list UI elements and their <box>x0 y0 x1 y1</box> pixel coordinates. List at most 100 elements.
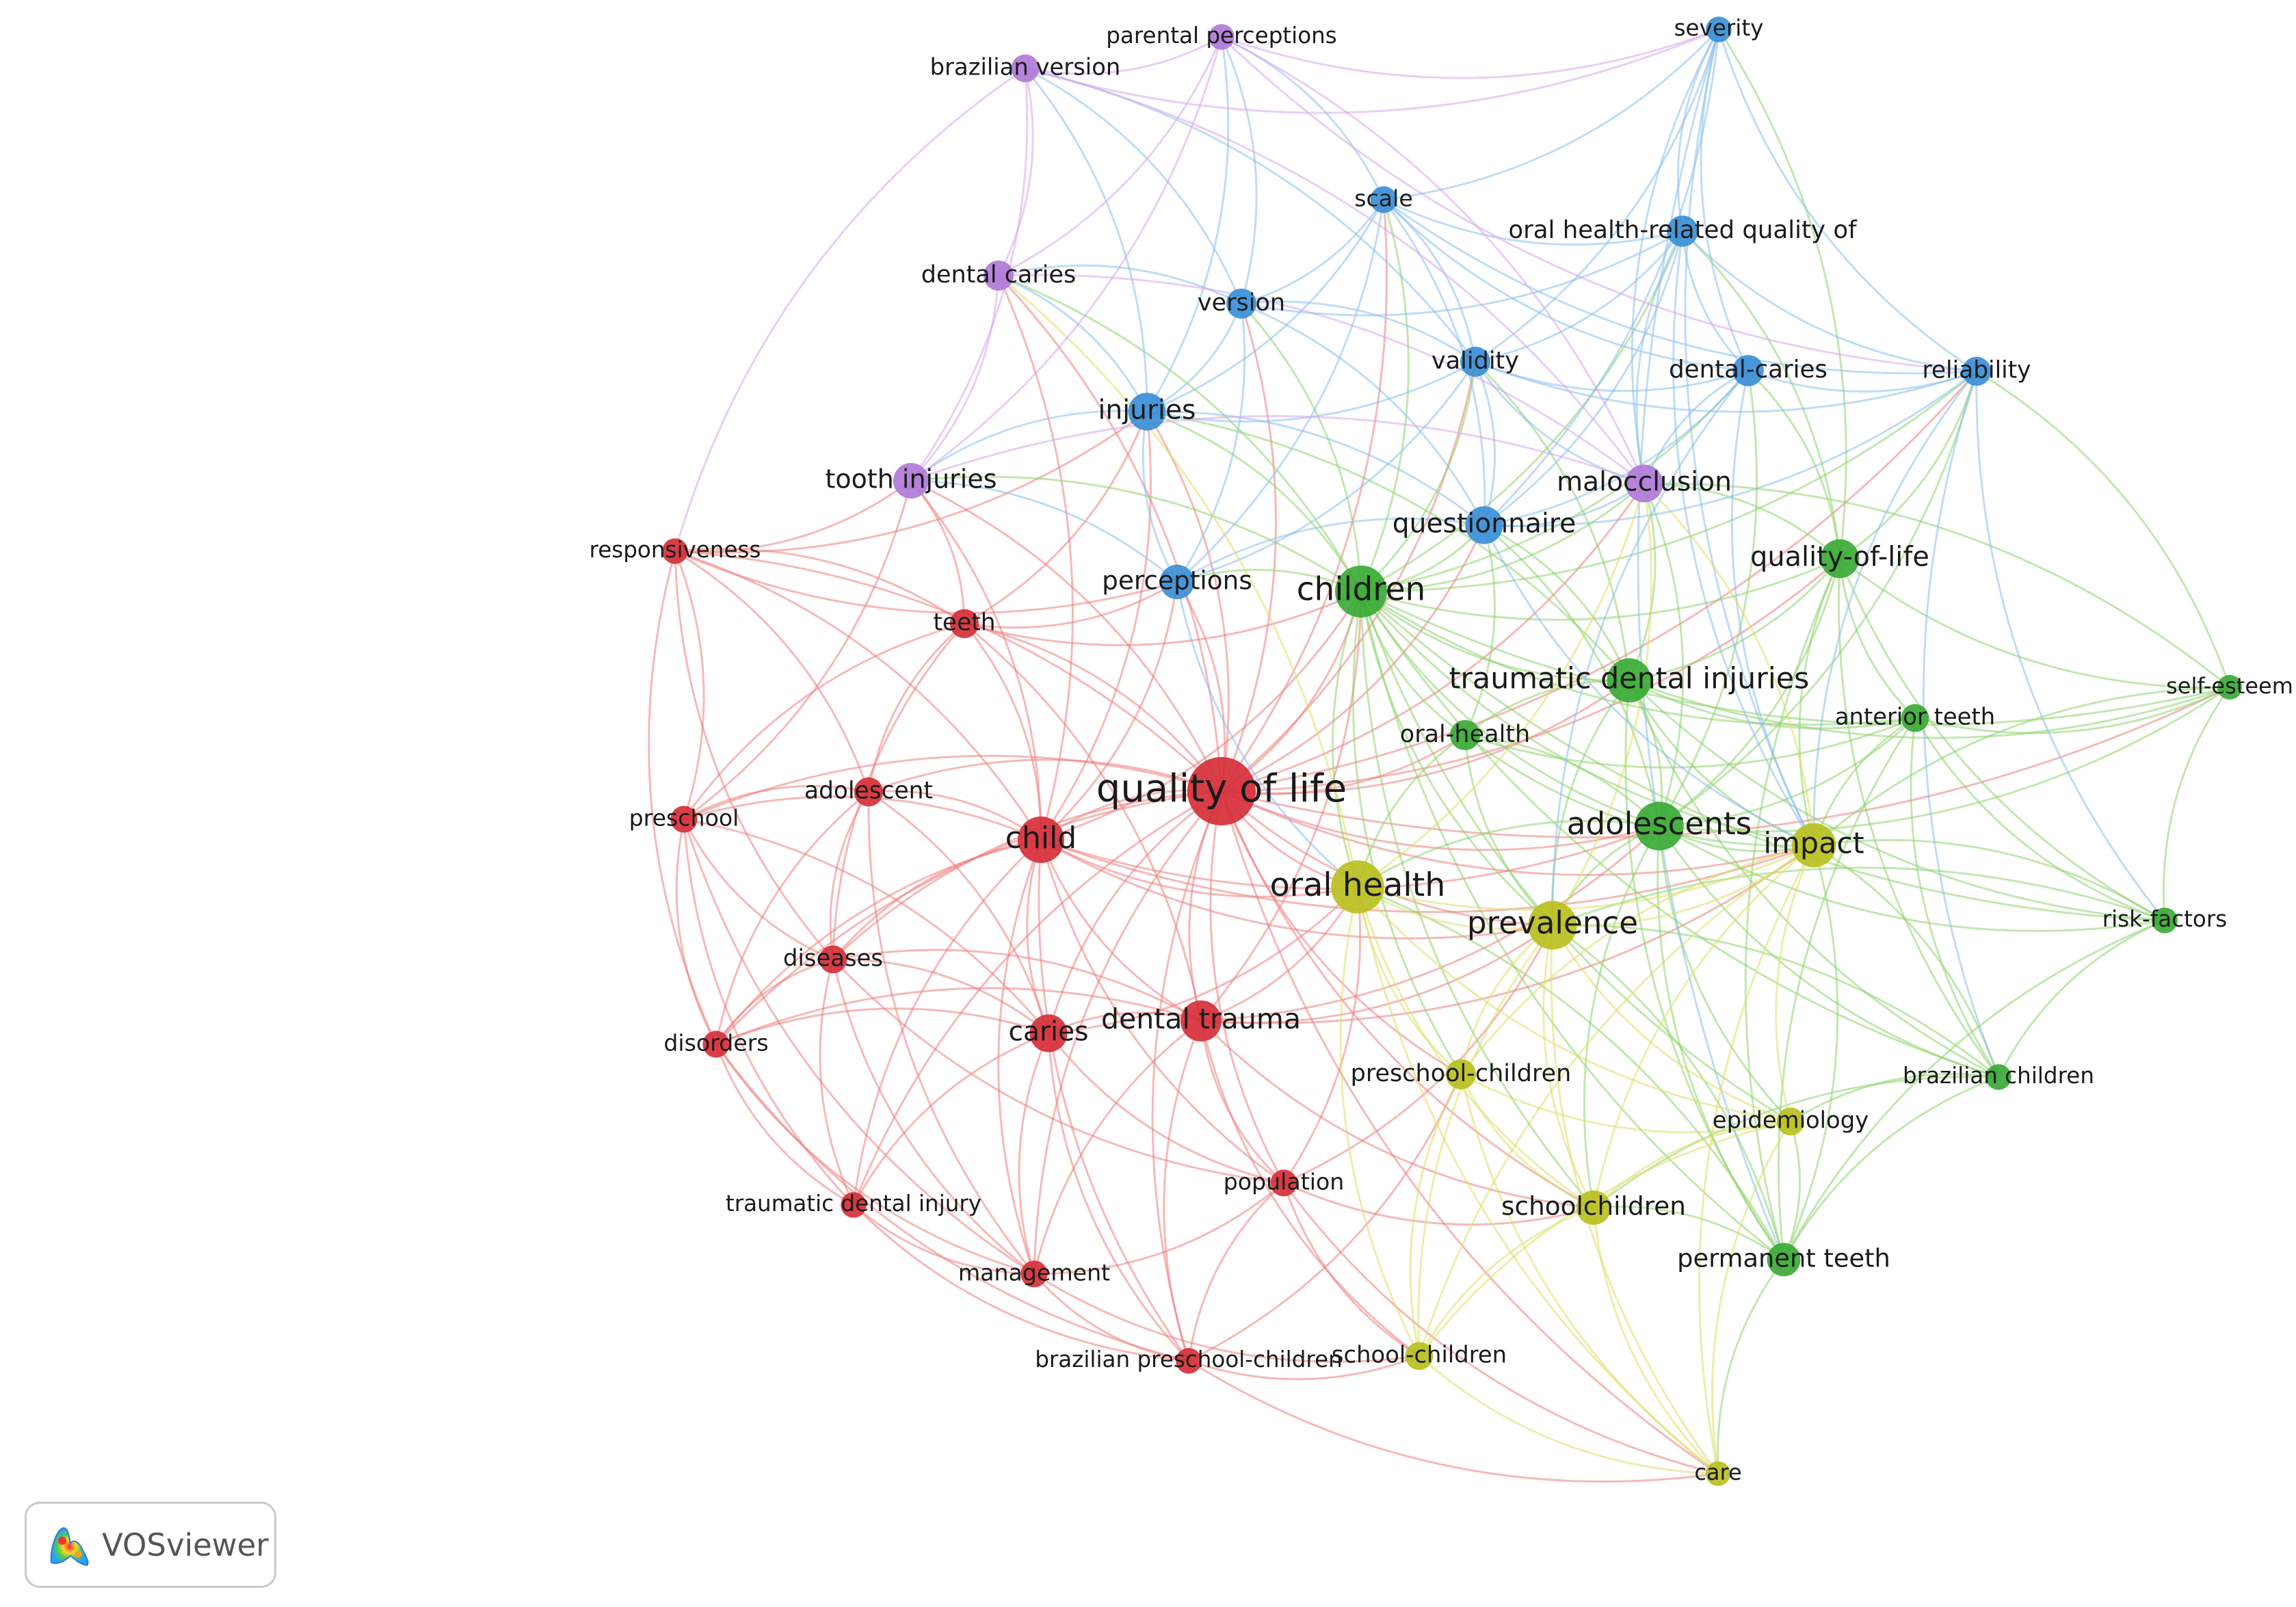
node-oral-health[interactable] <box>1450 720 1480 750</box>
node-label-parental-perceptions[interactable]: parental perceptions <box>1106 23 1337 49</box>
node-label-preschool[interactable]: preschool <box>629 805 739 832</box>
node-traumatic-dental-injuries[interactable] <box>1607 658 1652 703</box>
node-dental-caries[interactable] <box>984 261 1014 291</box>
node-injuries[interactable] <box>1128 393 1166 431</box>
node-validity[interactable] <box>1460 347 1490 377</box>
edge-prevalence--school-children <box>1417 925 1554 1357</box>
node-self-esteem[interactable] <box>2217 675 2242 700</box>
node-label-traumatic-dental-injuries[interactable]: traumatic dental injuries <box>1449 662 1810 696</box>
node-label-injuries[interactable]: injuries <box>1098 395 1196 426</box>
node-oral-health[interactable] <box>1331 860 1384 914</box>
node-label-teeth[interactable]: teeth <box>933 609 995 637</box>
node-label-children[interactable]: children <box>1297 571 1426 609</box>
node-adolescents[interactable] <box>1635 801 1684 851</box>
node-child[interactable] <box>1018 816 1064 863</box>
node-label-population[interactable]: population <box>1224 1169 1345 1195</box>
node-label-oral-health[interactable]: oral-health <box>1400 721 1530 748</box>
node-preschool[interactable] <box>670 806 698 833</box>
node-severity[interactable] <box>1706 16 1732 42</box>
node-label-adolescents[interactable]: adolescents <box>1567 806 1752 842</box>
node-label-perceptions[interactable]: perceptions <box>1102 566 1252 596</box>
node-dental-caries[interactable] <box>1732 355 1764 386</box>
node-brazilian-version[interactable] <box>1011 54 1040 83</box>
node-perceptions[interactable] <box>1159 564 1195 600</box>
node-label-child[interactable]: child <box>1005 821 1077 855</box>
node-adolescent[interactable] <box>854 777 884 807</box>
node-label-questionnaire[interactable]: questionnaire <box>1393 509 1576 540</box>
node-label-dental-trauma[interactable]: dental trauma <box>1101 1002 1301 1035</box>
node-label-preschool-children[interactable]: preschool-children <box>1351 1060 1572 1087</box>
node-label-epidemiology[interactable]: epidemiology <box>1713 1107 1869 1134</box>
node-label-adolescent[interactable]: adolescent <box>804 778 933 805</box>
node-diseases[interactable] <box>819 945 847 974</box>
node-label-dental-caries[interactable]: dental-caries <box>1669 356 1827 384</box>
node-label-schoolchildren[interactable]: schoolchildren <box>1501 1191 1686 1221</box>
node-parental-perceptions[interactable] <box>1209 24 1235 50</box>
node-preschool-children[interactable] <box>1446 1059 1476 1089</box>
node-brazilian-children[interactable] <box>1985 1064 2011 1090</box>
node-quality-of-life[interactable] <box>1187 757 1256 825</box>
node-scale[interactable] <box>1370 186 1397 213</box>
node-label-validity[interactable]: validity <box>1431 347 1519 375</box>
edge-adolescents--reliability <box>1659 371 1978 827</box>
node-reliability[interactable] <box>1962 356 1992 386</box>
node-label-scale[interactable]: scale <box>1354 185 1413 212</box>
node-label-permanent-teeth[interactable]: permanent teeth <box>1677 1244 1890 1273</box>
node-children[interactable] <box>1335 566 1387 617</box>
node-label-management[interactable]: management <box>958 1260 1110 1286</box>
node-label-care[interactable]: care <box>1694 1459 1741 1485</box>
node-teeth[interactable] <box>949 609 979 639</box>
node-traumatic-dental-injury[interactable] <box>841 1192 867 1218</box>
node-label-version[interactable]: version <box>1198 289 1285 317</box>
node-caries[interactable] <box>1029 1014 1068 1052</box>
node-label-oral-health-related-quality-of[interactable]: oral health-related quality of <box>1508 216 1858 244</box>
edge-traumatic-dental-injury--management <box>853 1204 1035 1275</box>
edge-brazilian-version--severity <box>1025 28 1719 114</box>
node-permanent-teeth[interactable] <box>1767 1243 1801 1277</box>
node-label-responsiveness[interactable]: responsiveness <box>590 537 761 563</box>
node-label-severity[interactable]: severity <box>1674 15 1764 41</box>
node-label-school-children[interactable]: school-children <box>1332 1342 1507 1368</box>
node-label-anterior-teeth[interactable]: anterior teeth <box>1835 704 1995 730</box>
node-label-diseases[interactable]: diseases <box>783 945 883 972</box>
node-label-quality-of-life[interactable]: quality of life <box>1096 767 1347 811</box>
node-risk-factors[interactable] <box>2152 907 2178 933</box>
node-brazilian-preschool-children[interactable] <box>1176 1348 1202 1374</box>
node-version[interactable] <box>1226 289 1256 319</box>
edge-epidemiology--schoolchildren <box>1592 1120 1791 1209</box>
node-malocclusion[interactable] <box>1625 464 1663 503</box>
node-care[interactable] <box>1706 1461 1730 1486</box>
node-population[interactable] <box>1270 1169 1297 1197</box>
node-quality-of-life[interactable] <box>1820 539 1860 579</box>
node-label-brazilian-children[interactable]: brazilian children <box>1903 1063 2094 1089</box>
node-disorders[interactable] <box>702 1031 730 1058</box>
node-label-malocclusion[interactable]: malocclusion <box>1557 467 1732 498</box>
node-impact[interactable] <box>1791 823 1836 868</box>
node-label-brazilian-version[interactable]: brazilian version <box>930 54 1121 81</box>
node-label-brazilian-preschool-children[interactable]: brazilian preschool-children <box>1035 1346 1343 1372</box>
node-label-risk-factors[interactable]: risk-factors <box>2102 906 2227 932</box>
node-epidemiology[interactable] <box>1776 1107 1805 1136</box>
node-label-self-esteem[interactable]: self-esteem <box>2166 673 2293 699</box>
node-label-reliability[interactable]: reliability <box>1922 357 2031 384</box>
node-label-disorders[interactable]: disorders <box>663 1030 768 1057</box>
node-label-quality-of-life[interactable]: quality-of-life <box>1750 542 1929 573</box>
edge-risk-factors--impact <box>1813 838 2165 922</box>
node-label-impact[interactable]: impact <box>1763 827 1864 861</box>
node-label-caries[interactable]: caries <box>1008 1017 1088 1048</box>
node-schoolchildren[interactable] <box>1576 1190 1611 1225</box>
node-anterior-teeth[interactable] <box>1901 704 1929 732</box>
node-responsiveness[interactable] <box>662 538 688 564</box>
node-questionnaire[interactable] <box>1465 506 1503 544</box>
node-label-oral-health[interactable]: oral health <box>1270 866 1446 904</box>
node-tooth-injuries[interactable] <box>893 463 929 499</box>
node-label-tooth-injuries[interactable]: tooth injuries <box>825 464 997 494</box>
node-label-prevalence[interactable]: prevalence <box>1467 905 1638 941</box>
node-prevalence[interactable] <box>1528 901 1577 950</box>
node-management[interactable] <box>1020 1260 1048 1288</box>
node-dental-trauma[interactable] <box>1180 1000 1222 1041</box>
node-label-dental-caries[interactable]: dental caries <box>921 261 1077 289</box>
node-label-traumatic-dental-injury[interactable]: traumatic dental injury <box>726 1191 981 1217</box>
node-school-children[interactable] <box>1405 1342 1434 1370</box>
node-oral-health-related-quality-of[interactable] <box>1667 215 1698 247</box>
